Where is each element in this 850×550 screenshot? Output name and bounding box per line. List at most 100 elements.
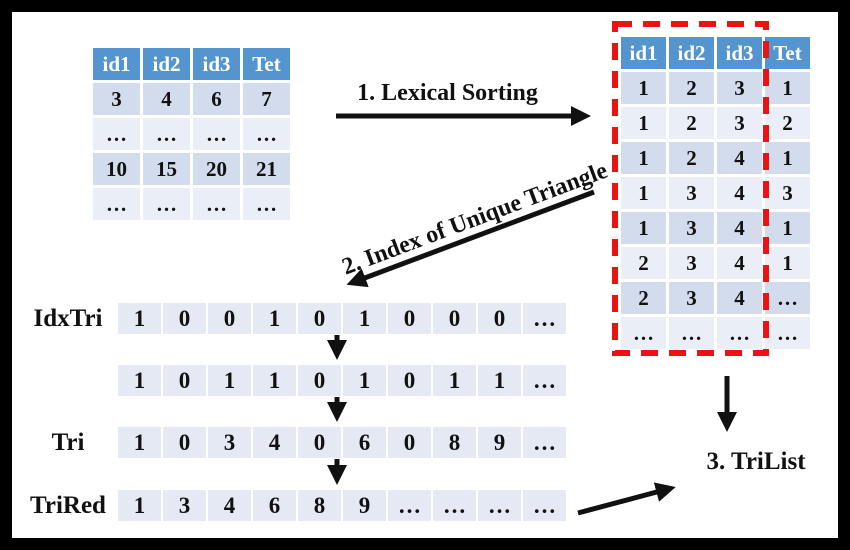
strip-cell: 9 [343, 490, 386, 521]
table-cell: 2 [669, 142, 714, 174]
table-cell: … [669, 317, 714, 349]
table-cell: 1 [621, 72, 666, 104]
table-header-cell: id2 [669, 37, 714, 69]
table-row: ………… [621, 317, 810, 349]
table-cell: … [143, 118, 190, 150]
table-cell: 3 [669, 212, 714, 244]
table-cell: 3 [765, 177, 810, 209]
strip-cell: 0 [163, 303, 206, 334]
strip-cell: 0 [388, 303, 431, 334]
table-cell: 6 [193, 83, 240, 115]
table-cell: 20 [193, 153, 240, 185]
table-header-cell: id2 [143, 48, 190, 80]
strip-cell: 0 [298, 365, 341, 396]
strip-cell: 1 [118, 427, 161, 458]
table-cell: 3 [669, 247, 714, 279]
strip-cell: 4 [253, 427, 296, 458]
strip-cell: 1 [478, 365, 521, 396]
table-cell: 3 [669, 177, 714, 209]
strip-cell: 1 [118, 365, 161, 396]
table-cell: 4 [717, 142, 762, 174]
table-cell: 1 [765, 212, 810, 244]
table-cell: 2 [765, 107, 810, 139]
table-header-cell: Tet [243, 48, 290, 80]
tri-row-label: Tri [51, 429, 85, 456]
table-cell: … [93, 188, 140, 220]
strip-cell: 0 [298, 303, 341, 334]
strip-cell: 1 [253, 303, 296, 334]
table-cell: 1 [621, 212, 666, 244]
table-cell: 4 [717, 177, 762, 209]
table-header-cell: Tet [765, 37, 810, 69]
table-cell: 7 [243, 83, 290, 115]
strip-cell: 6 [253, 490, 296, 521]
table-cell: … [93, 118, 140, 150]
table-cell: 15 [143, 153, 190, 185]
strip-cell: 1 [253, 365, 296, 396]
step3-trilist-label: 3. TriList [706, 448, 806, 475]
table-cell: … [243, 188, 290, 220]
table-cell: 10 [93, 153, 140, 185]
table-row: ………… [93, 118, 290, 150]
table-cell: 2 [621, 282, 666, 314]
strip-cell: … [433, 490, 476, 521]
table-cell: … [243, 118, 290, 150]
table-cell: 3 [717, 107, 762, 139]
step1-lexical-sorting-label: 1. Lexical Sorting [357, 80, 538, 106]
table-cell: 2 [669, 107, 714, 139]
table-cell: … [193, 188, 240, 220]
strip-cell: … [388, 490, 431, 521]
trired-row-label: TriRed [30, 492, 106, 519]
strip-cell: 1 [118, 490, 161, 521]
strip-cell: 3 [208, 427, 251, 458]
table-cell: 1 [621, 177, 666, 209]
strip-cell: 0 [298, 427, 341, 458]
strip-cell: 1 [118, 303, 161, 334]
table-cell: … [143, 188, 190, 220]
strip-cell: 0 [388, 365, 431, 396]
table-cell: 4 [717, 247, 762, 279]
idxtri-row-label: IdxTri [33, 305, 103, 332]
strip-cell: 8 [433, 427, 476, 458]
table-cell: 4 [717, 282, 762, 314]
unnamed-row-label [22, 365, 114, 396]
strip-cell: … [478, 490, 521, 521]
table-cell: … [765, 317, 810, 349]
table-cell: … [193, 118, 240, 150]
strip-cell: … [523, 303, 566, 334]
strip-cell: 1 [343, 303, 386, 334]
strip-cell: 0 [163, 427, 206, 458]
strip-cell: 6 [343, 427, 386, 458]
table-cell: 1 [621, 107, 666, 139]
table-cell: 1 [765, 142, 810, 174]
strip-cell: 0 [163, 365, 206, 396]
table-header-cell: id3 [193, 48, 240, 80]
strip-cell: … [523, 427, 566, 458]
table-cell: 1 [765, 72, 810, 104]
strip-cell: 0 [433, 303, 476, 334]
table-header-cell: id1 [93, 48, 140, 80]
strip-cell: 0 [208, 303, 251, 334]
strip-cell: … [523, 490, 566, 521]
table-cell: … [621, 317, 666, 349]
table-cell: 3 [93, 83, 140, 115]
table-cell: … [765, 282, 810, 314]
table-cell: 4 [717, 212, 762, 244]
strip-cell: … [523, 365, 566, 396]
strip-cell: 1 [433, 365, 476, 396]
table-cell: 3 [717, 72, 762, 104]
